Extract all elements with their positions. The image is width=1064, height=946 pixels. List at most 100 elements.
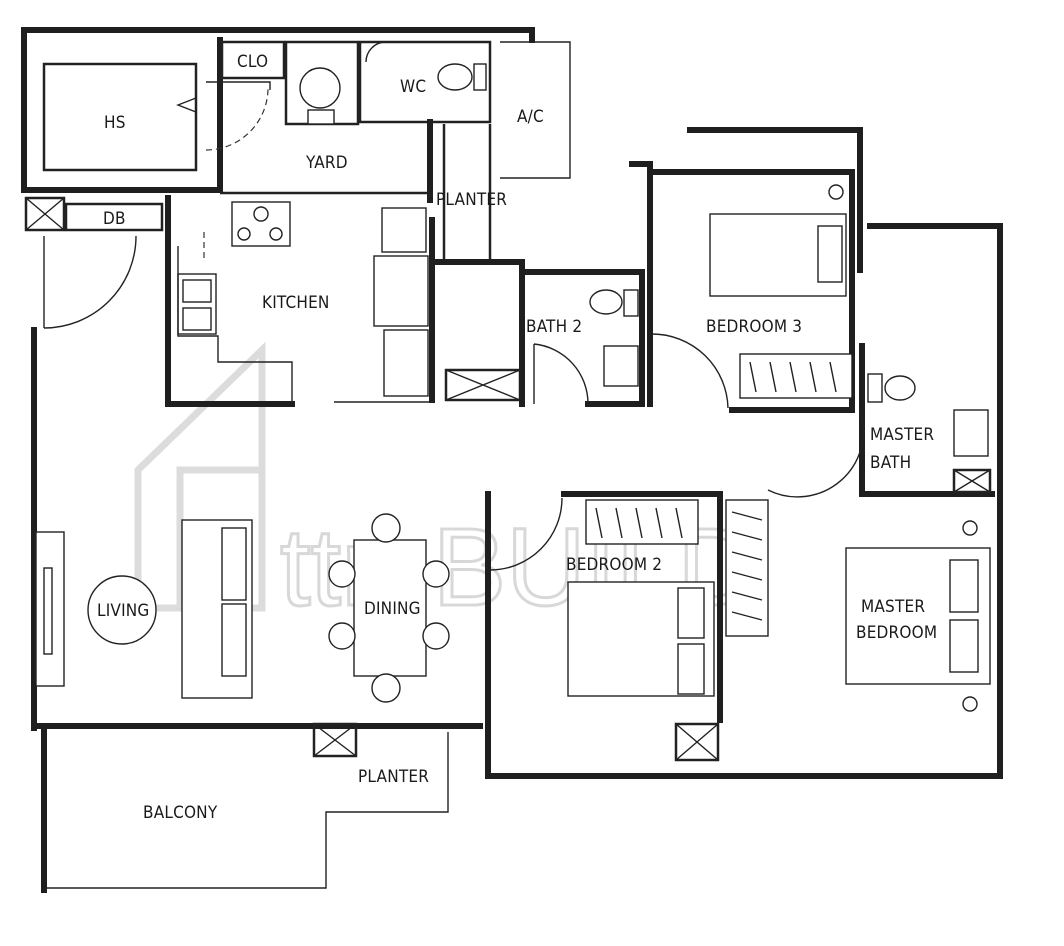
wall-top	[21, 27, 535, 43]
living: LIVING	[35, 519, 253, 699]
bedroom3-door-swing	[651, 333, 729, 409]
hob-burner-2	[237, 227, 251, 241]
db-box	[64, 202, 164, 232]
bedroom-3: BEDROOM 3	[629, 161, 855, 413]
hs-box	[42, 62, 198, 172]
wc-box	[358, 40, 492, 124]
washer-base	[307, 109, 335, 125]
label-wc: WC	[400, 77, 426, 97]
label-master-bath-2: BATH	[870, 453, 911, 473]
label-clo: CLO	[237, 52, 268, 72]
washer-icon	[299, 67, 341, 109]
bath2-wall	[519, 269, 645, 407]
master-bath-shaft-cross	[953, 469, 991, 493]
label-kitchen: KITCHEN	[262, 293, 330, 313]
hs-door-symbol	[176, 96, 197, 114]
label-dining: DINING	[364, 599, 421, 619]
balcony-edge	[44, 732, 449, 889]
master-bath-toilet-icon	[884, 375, 916, 401]
label-hs: HS	[104, 113, 126, 133]
master-bath: MASTER BATH	[767, 343, 995, 498]
bedroom3-light-icon	[828, 184, 844, 200]
bedroom2-pillow-2	[677, 643, 705, 695]
master-bath-basin-icon	[953, 409, 989, 457]
label-balcony: BALCONY	[143, 803, 218, 823]
master-light-icon-top	[962, 520, 978, 536]
bedroom2-door-swing	[489, 497, 563, 571]
bedroom-2: BEDROOM 2	[489, 491, 723, 762]
label-db: DB	[103, 209, 126, 229]
master-bath-shaft	[952, 468, 992, 494]
bath2-door-swing	[533, 343, 589, 405]
hob-burner-1	[253, 206, 269, 222]
entrance-door-swing	[43, 235, 137, 329]
label-living: LIVING	[97, 601, 149, 621]
dining-chair-left-1	[328, 560, 356, 588]
watermark-logo-d	[176, 466, 266, 612]
hs-room: HS	[42, 37, 223, 193]
bedroom2-pillow-1	[677, 587, 705, 639]
balcony: BALCONY PLANTER	[44, 722, 449, 889]
dining-chair-right-1	[422, 560, 450, 588]
label-yard: YARD	[305, 153, 348, 173]
dining-chair-left-2	[328, 622, 356, 650]
bedroom3-left-wall	[629, 161, 653, 407]
bedroom3-wardrobe-hatch	[749, 361, 837, 393]
bath2-cistern-icon	[623, 289, 639, 317]
fridge-icon	[381, 207, 427, 253]
balcony-shaft	[312, 722, 358, 758]
tv-icon	[43, 567, 53, 655]
master-light-icon-bottom	[962, 696, 978, 712]
dining-chair-top	[371, 513, 401, 543]
sofa-cushion-2	[221, 603, 247, 677]
yard-door-swing	[205, 87, 269, 151]
label-master-bath-1: MASTER	[870, 425, 934, 445]
wc-toilet-icon	[437, 63, 473, 91]
outer-walls	[21, 27, 1003, 893]
yard: YARD	[205, 81, 433, 203]
yard-door-frame	[206, 81, 271, 90]
ac-ledge	[500, 41, 571, 179]
living-rug	[87, 575, 157, 645]
bedroom2-shaft-cross	[675, 723, 719, 761]
balcony-shaft-cross	[313, 723, 357, 757]
kitchen-counter	[177, 246, 293, 404]
dining-chair-right-2	[422, 622, 450, 650]
label-bedroom3: BEDROOM 3	[706, 317, 802, 337]
master-pillow-1	[949, 559, 979, 613]
wc-door-swing	[365, 41, 387, 63]
sofa-cushion-1	[221, 527, 247, 601]
label-planter-bottom: PLANTER	[358, 767, 429, 787]
master-bath-wall	[859, 343, 995, 497]
hob-burner-3	[269, 227, 283, 241]
master-bath-cistern-icon	[867, 373, 883, 403]
dining-chair-bottom	[371, 673, 401, 703]
wall-bedroom3-top	[687, 127, 863, 273]
bath2-basin-icon	[603, 345, 639, 387]
tall-cabinet	[383, 329, 429, 397]
planter-shaft-cross	[445, 369, 521, 401]
master-wardrobe-hatch	[731, 511, 763, 621]
bath-2: BATH 2	[519, 259, 645, 407]
label-ac: A/C	[517, 107, 544, 127]
label-bedroom2: BEDROOM 2	[566, 555, 662, 575]
bedroom2-wall	[561, 491, 723, 723]
master-pillow-2	[949, 619, 979, 673]
bedroom2-shaft	[674, 722, 720, 762]
clo-box	[220, 40, 286, 80]
db-shaft-cross	[25, 197, 65, 231]
sink-bowl-1	[182, 279, 212, 303]
bath2-toilet-icon	[589, 289, 623, 315]
sink-bowl-2	[182, 307, 212, 331]
master-bedroom: MASTER BEDROOM	[725, 499, 991, 712]
label-master-bedroom-1: MASTER	[861, 597, 925, 617]
label-bath2: BATH 2	[526, 317, 582, 337]
planter-top: PLANTER	[429, 124, 523, 403]
kitchen: KITCHEN	[165, 195, 430, 407]
wc-cistern-icon	[473, 63, 487, 91]
db-shaft	[24, 196, 66, 232]
oven-tower	[373, 255, 429, 327]
db-area: DB	[24, 196, 164, 329]
